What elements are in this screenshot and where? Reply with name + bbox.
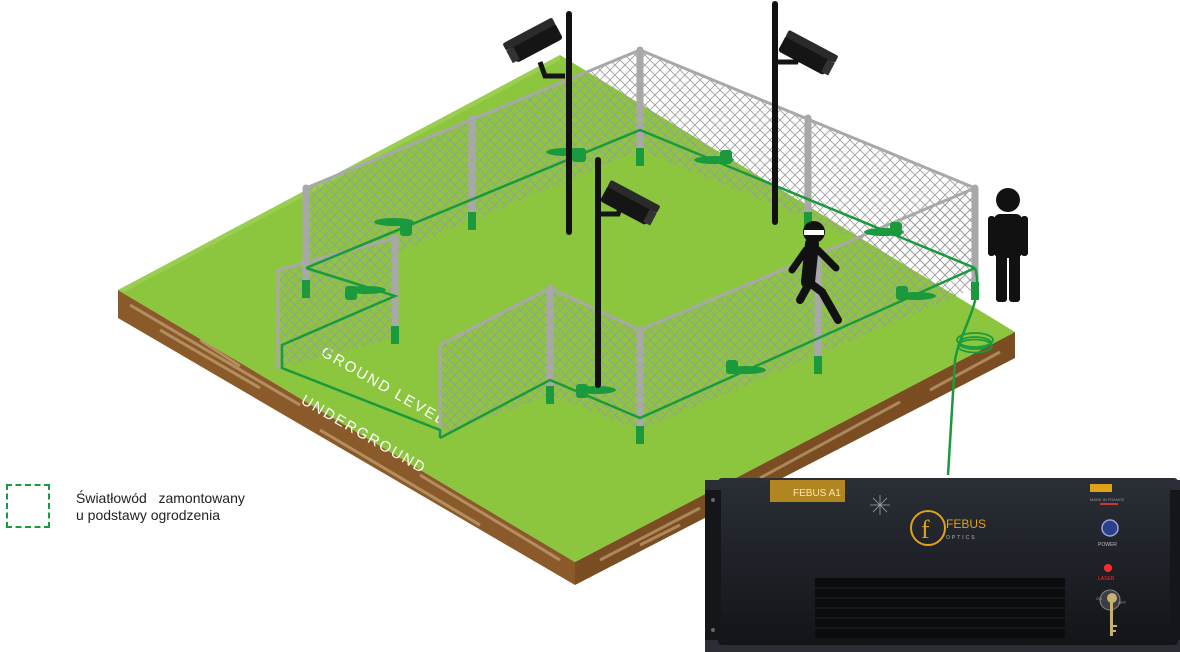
key-off-label: OFF [1118,600,1127,605]
febus-logo-icon: f [910,510,946,546]
camera-poles [566,1,778,388]
brand-name: FEBUS [946,517,986,531]
legend-swatch [6,484,50,528]
laser-label: LASER [1098,576,1115,582]
model-badge-text: FEBUS A1 [793,488,841,499]
fence-posts [302,46,979,444]
febus-a1-device: FEBUS A1 f FEBUS OPTICS MADE IN FRANCE P… [705,478,1180,652]
key-icon[interactable] [1099,589,1121,636]
legend-text: Światłowód zamontowany u podstawy ogrodz… [76,490,245,524]
legend-line-2: u podstawy ogrodzenia [76,507,220,523]
intruder-icon [788,221,842,324]
svg-text:f: f [921,515,930,544]
power-button-icon[interactable] [1101,519,1119,537]
camera-icon [600,180,660,226]
legend-line-1: Światłowód zamontowany [76,490,245,506]
camera-icon [778,30,838,76]
power-label: POWER [1098,542,1117,548]
key-on-label: ON [1096,596,1102,601]
fiber-coil-icon [956,332,994,354]
camera-icon [503,18,565,79]
model-badge [770,480,845,502]
made-in-label: MADE IN FRANCE [1090,497,1125,502]
person-icon [988,188,1028,302]
legend: Światłowód zamontowany u podstawy ogrodz… [6,484,266,534]
fence-front [276,186,976,437]
laser-led-icon [1104,564,1112,572]
brand-sub: OPTICS [946,535,977,541]
soil-block [118,290,1015,585]
